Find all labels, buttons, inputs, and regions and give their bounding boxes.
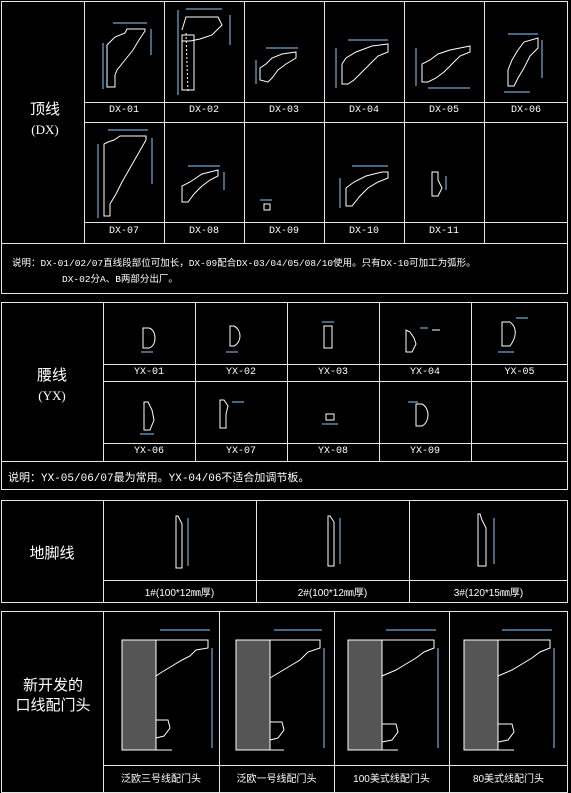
yx-note-divider bbox=[1, 461, 568, 462]
djx-col-line bbox=[256, 500, 257, 603]
djx-2-profile-drawing bbox=[327, 515, 341, 567]
yx-label: YX-02 bbox=[225, 367, 256, 378]
yx-02-profile-drawing bbox=[226, 325, 241, 353]
yx-col-line bbox=[471, 302, 472, 461]
djx-label: 1#(100*12㎜厚) bbox=[144, 588, 215, 599]
yx-label: YX-09 bbox=[409, 446, 440, 457]
yx-05-profile-drawing bbox=[498, 317, 528, 353]
dx-col-line bbox=[324, 1, 325, 243]
yx-label: YX-08 bbox=[317, 446, 348, 457]
dx-note-line-1: 说明：DX-01/02/07直线段部位可加长，DX-09配合DX-03/04/0… bbox=[12, 258, 476, 269]
dx-01-profile-drawing bbox=[102, 22, 152, 89]
yx-label: YX-06 bbox=[133, 446, 164, 457]
dx-07-profile-drawing bbox=[97, 129, 153, 218]
dx-col-line bbox=[244, 1, 245, 243]
dx-label: DX-09 bbox=[268, 226, 299, 237]
dx-col-line bbox=[484, 1, 485, 243]
yx-08-profile-drawing bbox=[322, 413, 338, 425]
dx-label: DX-04 bbox=[348, 105, 379, 116]
door-label: 80美式线配门头 bbox=[472, 774, 545, 785]
yx-label: YX-01 bbox=[133, 367, 164, 378]
djx-3-profile-drawing bbox=[477, 513, 495, 567]
djx-title: 地脚线 bbox=[29, 546, 75, 562]
door-label: 100美式线配门头 bbox=[353, 774, 430, 785]
yx-09-profile-drawing bbox=[408, 401, 429, 427]
dx-label: DX-08 bbox=[188, 226, 219, 237]
dx-label: DX-06 bbox=[510, 105, 541, 116]
yx-04-profile-drawing bbox=[405, 327, 440, 353]
door-col-line bbox=[219, 611, 220, 793]
yx-title: 腰线(YX) bbox=[36, 368, 67, 403]
dx-02-profile-drawing bbox=[177, 8, 231, 95]
door-4-profile-drawing bbox=[463, 629, 555, 751]
dx-note-line-2: DX-02分A、B两部分出厂。 bbox=[62, 274, 178, 285]
yx-label: YX-04 bbox=[409, 367, 440, 378]
yx-row-divider bbox=[103, 381, 568, 382]
yx-03-profile-drawing bbox=[322, 321, 334, 349]
djx-panel bbox=[1, 500, 568, 603]
dx-label: DX-02 bbox=[188, 105, 219, 116]
dx-panel bbox=[1, 1, 568, 294]
door-3-profile-drawing bbox=[347, 629, 439, 751]
door-col-line bbox=[334, 611, 335, 793]
door-header-divider bbox=[103, 611, 104, 793]
dx-note-divider bbox=[1, 243, 568, 244]
dx-label: DX-10 bbox=[348, 226, 379, 237]
dx-label: DX-03 bbox=[268, 105, 299, 116]
djx-col-line bbox=[409, 500, 410, 603]
djx-label-line bbox=[103, 580, 568, 581]
yx-col-line bbox=[379, 302, 380, 461]
door-label-line bbox=[103, 765, 568, 766]
door-label: 泛欧一号线配门头 bbox=[236, 774, 317, 785]
dx-05-profile-drawing bbox=[415, 45, 471, 89]
dx-11-profile-drawing bbox=[431, 171, 447, 197]
yx-label-line bbox=[103, 364, 568, 365]
djx-header-divider bbox=[103, 500, 104, 603]
yx-06-profile-drawing bbox=[140, 401, 155, 435]
dx-col-line bbox=[164, 1, 165, 243]
dx-label: DX-07 bbox=[108, 226, 139, 237]
djx-label: 2#(100*12㎜厚) bbox=[297, 588, 368, 599]
yx-col-line bbox=[195, 302, 196, 461]
dx-10-profile-drawing bbox=[339, 165, 389, 208]
door-label: 泛欧三号线配门头 bbox=[121, 774, 201, 785]
door-2-profile-drawing bbox=[235, 629, 325, 751]
dx-09-profile-drawing bbox=[260, 199, 272, 211]
yx-label: YX-07 bbox=[225, 446, 256, 457]
yx-07-profile-drawing bbox=[219, 399, 244, 429]
dx-label: DX-11 bbox=[428, 226, 459, 237]
dx-label-line-2 bbox=[84, 222, 568, 223]
dx-title: 顶线(DX) bbox=[29, 102, 60, 137]
dx-08-profile-drawing bbox=[181, 165, 225, 203]
door-col-line bbox=[449, 611, 450, 793]
dx-label: DX-01 bbox=[108, 105, 139, 116]
yx-note: 说明：YX-05/06/07最为常用。YX-04/06不适合加调节板。 bbox=[8, 473, 310, 485]
door-1-profile-drawing bbox=[121, 629, 213, 751]
dx-col-line bbox=[404, 1, 405, 243]
dx-row-divider bbox=[84, 122, 568, 123]
dx-04-profile-drawing bbox=[335, 39, 389, 88]
dx-label-line-1 bbox=[84, 102, 568, 103]
djx-1-profile-drawing bbox=[175, 515, 189, 569]
yx-label-line bbox=[103, 443, 568, 444]
djx-label: 3#(120*15㎜厚) bbox=[453, 588, 524, 599]
dx-06-profile-drawing bbox=[504, 33, 543, 93]
yx-col-line bbox=[287, 302, 288, 461]
door-title: 新开发的口线配门头 bbox=[15, 678, 91, 714]
dx-label: DX-05 bbox=[428, 105, 459, 116]
yx-label: YX-05 bbox=[504, 367, 535, 378]
yx-01-profile-drawing bbox=[141, 327, 156, 353]
yx-panel bbox=[1, 302, 568, 490]
dx-03-profile-drawing bbox=[255, 47, 298, 84]
yx-label: YX-03 bbox=[317, 367, 348, 378]
